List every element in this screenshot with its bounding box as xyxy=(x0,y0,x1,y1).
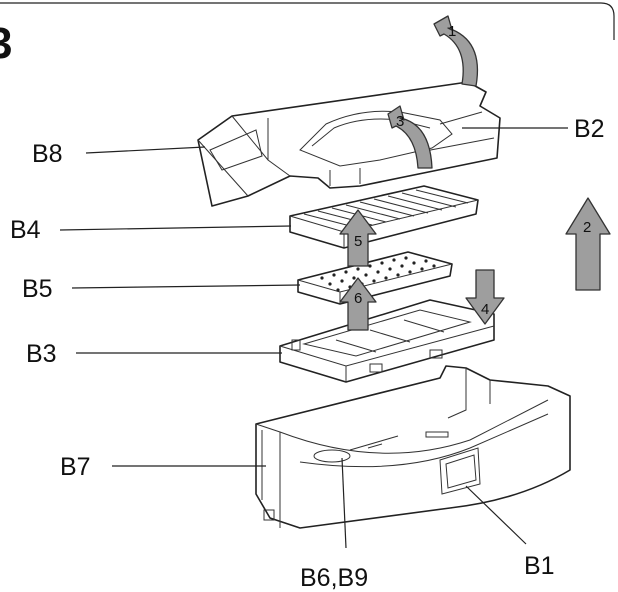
lid-part-b8 xyxy=(197,81,501,207)
label-b3: B3 xyxy=(26,340,57,368)
arrow-6-shape xyxy=(339,277,377,331)
arrow-2-shape xyxy=(565,197,611,291)
arrow-4-shape xyxy=(465,269,505,325)
arrow-2-label: 2 xyxy=(583,219,591,236)
leader-b1 xyxy=(465,485,527,545)
leader-b5 xyxy=(71,284,301,289)
sponge-part-b5 xyxy=(297,251,453,305)
arrow-5-shape xyxy=(339,209,377,267)
label-b4: B4 xyxy=(10,216,41,244)
arrow-3-shape xyxy=(387,105,433,169)
label-b5: B5 xyxy=(22,275,53,303)
dust-bin-body xyxy=(255,365,571,529)
filter-part-b4 xyxy=(289,185,479,249)
arrow-1-shape xyxy=(433,15,479,87)
arrow-4-label: 4 xyxy=(481,301,489,318)
label-b6-b9: B6,B9 xyxy=(300,564,368,592)
arrow-1-label: 1 xyxy=(448,23,456,40)
arrow-3-label: 3 xyxy=(396,113,404,130)
leader-b4 xyxy=(59,225,292,231)
label-b1: B1 xyxy=(524,552,555,580)
label-b7: B7 xyxy=(60,453,91,481)
leader-b8 xyxy=(85,146,206,154)
arrow-6-label: 6 xyxy=(354,290,362,307)
frame-border xyxy=(0,2,615,40)
step-number: 3 xyxy=(0,19,12,68)
filter-frame-part-b3 xyxy=(279,299,495,383)
arrow-5-label: 5 xyxy=(354,233,362,250)
label-b2: B2 xyxy=(574,115,605,143)
label-b8: B8 xyxy=(32,140,63,168)
leader-b6-b9 xyxy=(341,457,347,549)
